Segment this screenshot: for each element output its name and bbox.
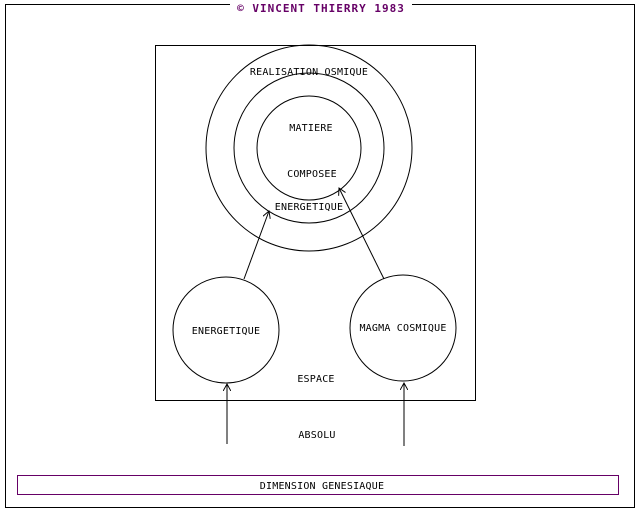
label-energetique-inner: ENERGETIQUE xyxy=(275,202,343,213)
credit-text: © VINCENT THIERRY 1983 xyxy=(237,2,405,15)
arrow-magma-to-composee xyxy=(339,188,385,280)
label-dimension-genesiaque: DIMENSION GENESIAQUE xyxy=(260,481,384,492)
label-espace: ESPACE xyxy=(297,374,334,385)
circle-magma-cosmique xyxy=(349,274,457,382)
circle-realisation-outer xyxy=(205,44,413,252)
credit-banner-bg xyxy=(230,0,412,14)
dimension-genesiaque-bar xyxy=(17,475,619,495)
label-absolu: ABSOLU xyxy=(298,430,335,441)
label-composee: COMPOSEE xyxy=(287,169,337,180)
arrow-left-to-energetique xyxy=(243,211,269,280)
circle-matiere-inner xyxy=(256,95,362,201)
circle-energetique-middle xyxy=(233,72,385,224)
circle-energetique-left xyxy=(172,276,280,384)
label-realisation-osmique: REALISATION OSMIQUE xyxy=(250,67,368,78)
label-matiere: MATIERE xyxy=(289,123,333,134)
label-energetique-left: ENERGETIQUE xyxy=(192,326,260,337)
label-magma-cosmique: MAGMA COSMIQUE xyxy=(359,323,446,334)
